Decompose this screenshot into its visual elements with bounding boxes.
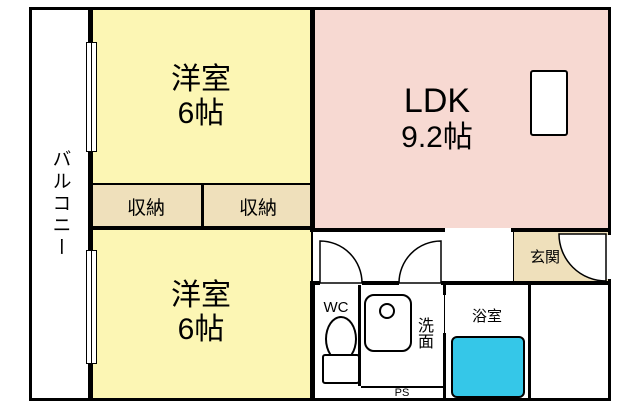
room-top-name: 洋室 [171, 62, 231, 96]
wall-ldk-bottom-right [511, 228, 611, 232]
room-top [90, 10, 312, 184]
ps-duct: PS [361, 386, 443, 399]
window-line [91, 251, 92, 363]
wall-ldk-bottom-left [310, 228, 445, 232]
window-icon [86, 42, 97, 152]
room-bottom-name: 洋室 [171, 278, 231, 312]
room-bottom-size: 6帖 [177, 313, 225, 346]
window-line [91, 43, 92, 151]
wall-sanitary-top-3 [441, 281, 611, 285]
kitchen-counter-icon [530, 70, 568, 136]
entrance-label: 玄関 [529, 248, 560, 266]
wall-wc-right [358, 285, 361, 386]
balcony-area [32, 10, 88, 398]
wall-sanitary-top-2 [362, 281, 399, 285]
wall-washroom-bath-upper [443, 285, 446, 295]
washroom-label: 洗面 [410, 302, 436, 364]
wall-main-vertical [310, 8, 315, 230]
room-bottom [90, 228, 312, 398]
room-top-size: 6帖 [177, 97, 225, 130]
wall-washroom-bath-lower [443, 333, 446, 398]
wall-closet-top [90, 183, 312, 185]
room-bottom-label: 洋室 6帖 [90, 228, 312, 398]
toilet-tank-icon [322, 354, 360, 384]
bathtub-icon [451, 336, 525, 398]
faucet-icon [379, 303, 395, 319]
bathroom-label: 浴室 [471, 307, 502, 325]
entrance-door-gap [604, 235, 614, 279]
ps-label: PS [394, 387, 410, 399]
closet-left-label: 収納 [126, 197, 165, 219]
wc-label: WC [323, 298, 349, 316]
sink-icon [364, 294, 412, 352]
wall-closet-bottom [90, 226, 314, 230]
ldk-label: LDK 9.2帖 [312, 10, 562, 228]
ldk-name: LDK [403, 82, 471, 121]
wall-bath-right [528, 285, 531, 398]
window-icon [86, 250, 97, 364]
wall-balcony [88, 8, 93, 400]
sliding-door-line [311, 230, 313, 283]
washroom-text: 洗面 [415, 317, 432, 349]
wall-sanitary-top-1 [310, 281, 320, 285]
room-top-label: 洋室 6帖 [90, 10, 312, 184]
wall-wc-left [310, 283, 315, 398]
entrance-step-line [513, 231, 514, 283]
bath-door-line [444, 295, 445, 333]
balcony-label: バルコニー [32, 10, 88, 398]
ldk-size: 9.2帖 [401, 121, 473, 155]
balcony-text: バルコニー [49, 149, 71, 259]
wall-closet-divider [201, 185, 204, 226]
closet-right-label: 収納 [238, 197, 277, 219]
